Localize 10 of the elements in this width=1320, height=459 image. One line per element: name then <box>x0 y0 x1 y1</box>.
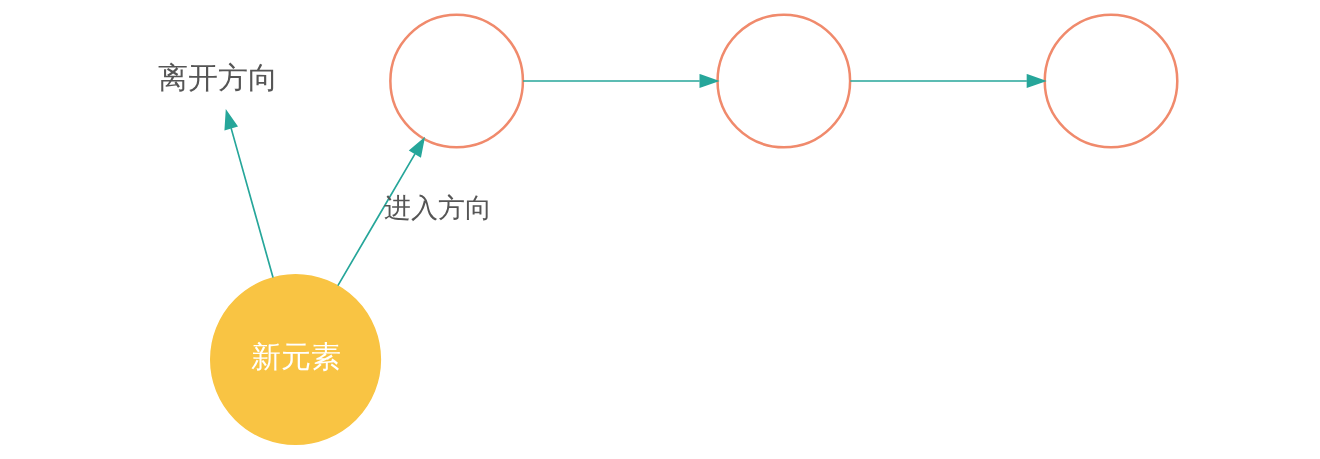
node-circle: 新元素 <box>209 273 381 446</box>
arrow <box>848 73 1047 89</box>
edge-label: 进入方向 <box>383 192 492 224</box>
arrow <box>223 109 274 279</box>
arrow <box>336 136 425 287</box>
arrow <box>521 73 720 89</box>
node-circle <box>388 13 524 149</box>
node-circle <box>1043 13 1179 149</box>
node-text: 离开方向 <box>157 60 278 96</box>
node-circle <box>715 13 851 149</box>
